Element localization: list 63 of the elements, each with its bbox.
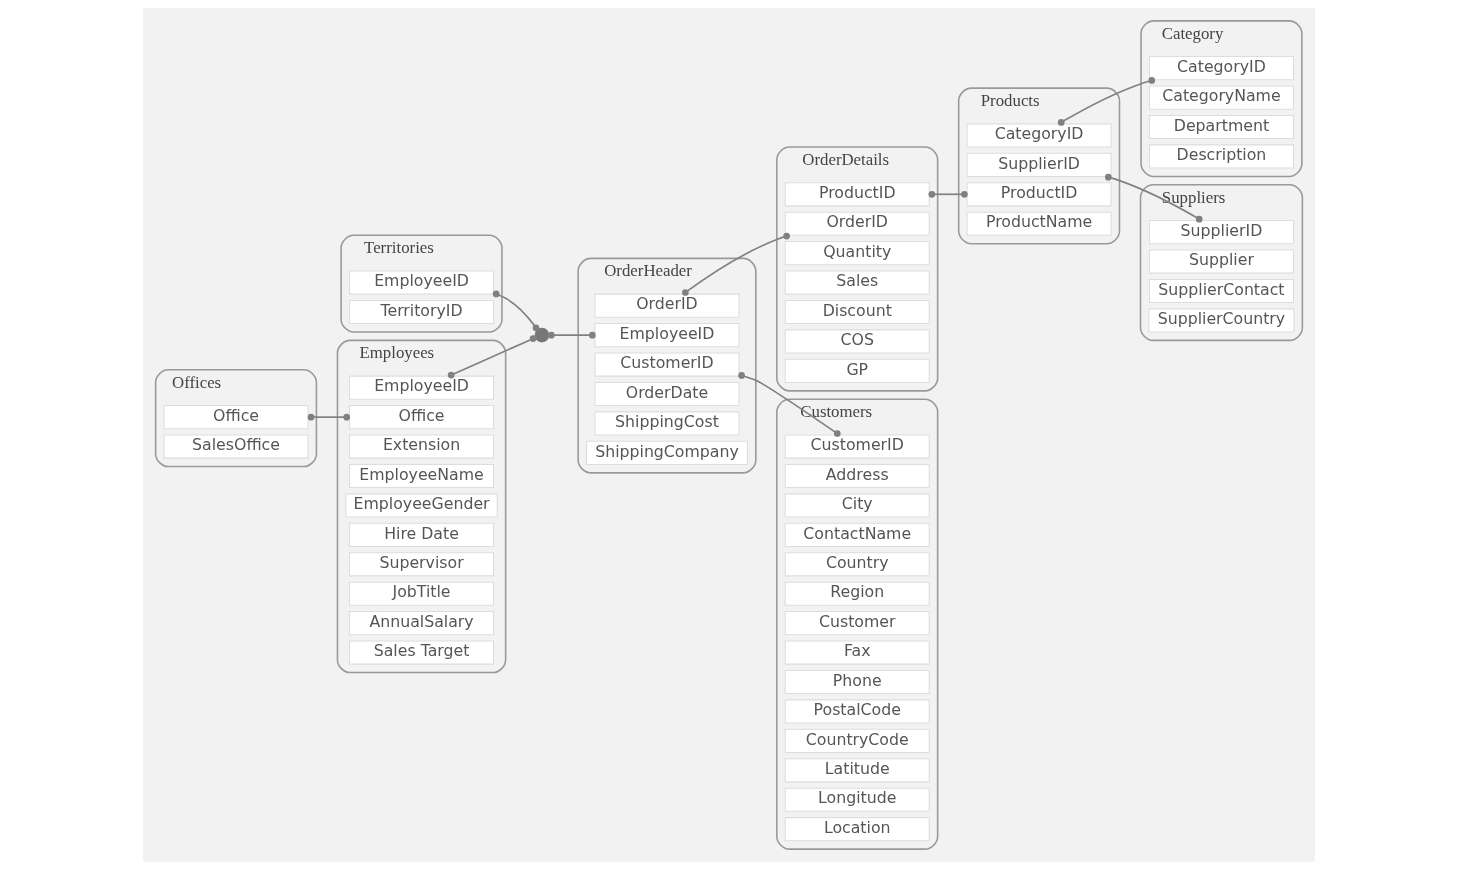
connector	[681, 232, 790, 296]
node-box: PostalCode	[784, 699, 930, 724]
node-box: Longitude	[784, 787, 930, 812]
node-box: ProductID	[784, 182, 930, 207]
connector	[447, 335, 536, 379]
node-box: OrderID	[784, 211, 930, 236]
node-box: Discount	[784, 299, 930, 325]
connector	[307, 413, 350, 421]
node-box: Department	[1148, 114, 1294, 140]
node-box: SupplierCountry	[1147, 308, 1294, 333]
node-box: Description	[1148, 144, 1294, 169]
node-box: Hire Date	[348, 522, 494, 547]
node-box: Supplier	[1148, 249, 1294, 274]
node-box: Office	[163, 405, 309, 430]
node-box: ContactName	[784, 522, 930, 547]
node-box: Customer	[784, 611, 930, 636]
node-box: Supervisor	[348, 552, 494, 577]
node-box: GP	[784, 358, 930, 383]
node-box: EmployeeName	[348, 463, 494, 489]
node-box: CategoryID	[966, 123, 1112, 148]
connector	[547, 331, 596, 339]
node-box: Location	[784, 817, 930, 842]
node-circle	[534, 327, 549, 343]
node-box: Extension	[348, 434, 494, 459]
connector	[737, 372, 841, 437]
node-box: ShippingCompany	[585, 440, 748, 465]
node-box: SalesOffice	[163, 434, 309, 459]
node-box: TerritoryID	[348, 299, 494, 325]
connector	[492, 290, 539, 332]
node-box: Office	[348, 405, 494, 430]
node-box: ProductID	[966, 182, 1112, 207]
node-box: EmployeeGender	[344, 493, 498, 518]
node-box: Quantity	[784, 241, 930, 266]
connector	[1104, 173, 1203, 223]
node-box: Sales Target	[348, 640, 494, 665]
node-box: SupplierContact	[1148, 278, 1294, 304]
node-box: Latitude	[784, 758, 930, 783]
node-box: CountryCode	[784, 728, 930, 753]
node-box: CustomerID	[784, 434, 930, 459]
connector	[928, 190, 968, 198]
node-box: AnnualSalary	[348, 611, 494, 636]
node-box: Address	[784, 463, 930, 489]
node-box: OrderDate	[593, 381, 739, 407]
node-box: EmployeeID	[348, 375, 494, 400]
node-box: EmployeeID	[593, 323, 739, 348]
node-box: CategoryID	[1148, 56, 1294, 81]
node-box: OrderID	[593, 293, 739, 318]
node-box: ShippingCost	[593, 411, 739, 436]
node-box: Country	[784, 552, 930, 577]
node-box: Sales	[784, 270, 930, 295]
node-box: SupplierID	[1148, 220, 1294, 245]
node-box: CategoryName	[1148, 85, 1294, 110]
connector	[1057, 77, 1155, 126]
node-box: SupplierID	[966, 152, 1112, 177]
node-box: EmployeeID	[348, 270, 494, 295]
node-box: COS	[784, 329, 930, 354]
node-box: ProductName	[966, 211, 1112, 236]
node-box: City	[784, 493, 930, 518]
node-box: Phone	[784, 669, 930, 695]
node-box: CustomerID	[593, 352, 739, 377]
node-box: Region	[784, 581, 930, 606]
node-box: Fax	[784, 640, 930, 665]
node-box: JobTitle	[348, 581, 494, 606]
